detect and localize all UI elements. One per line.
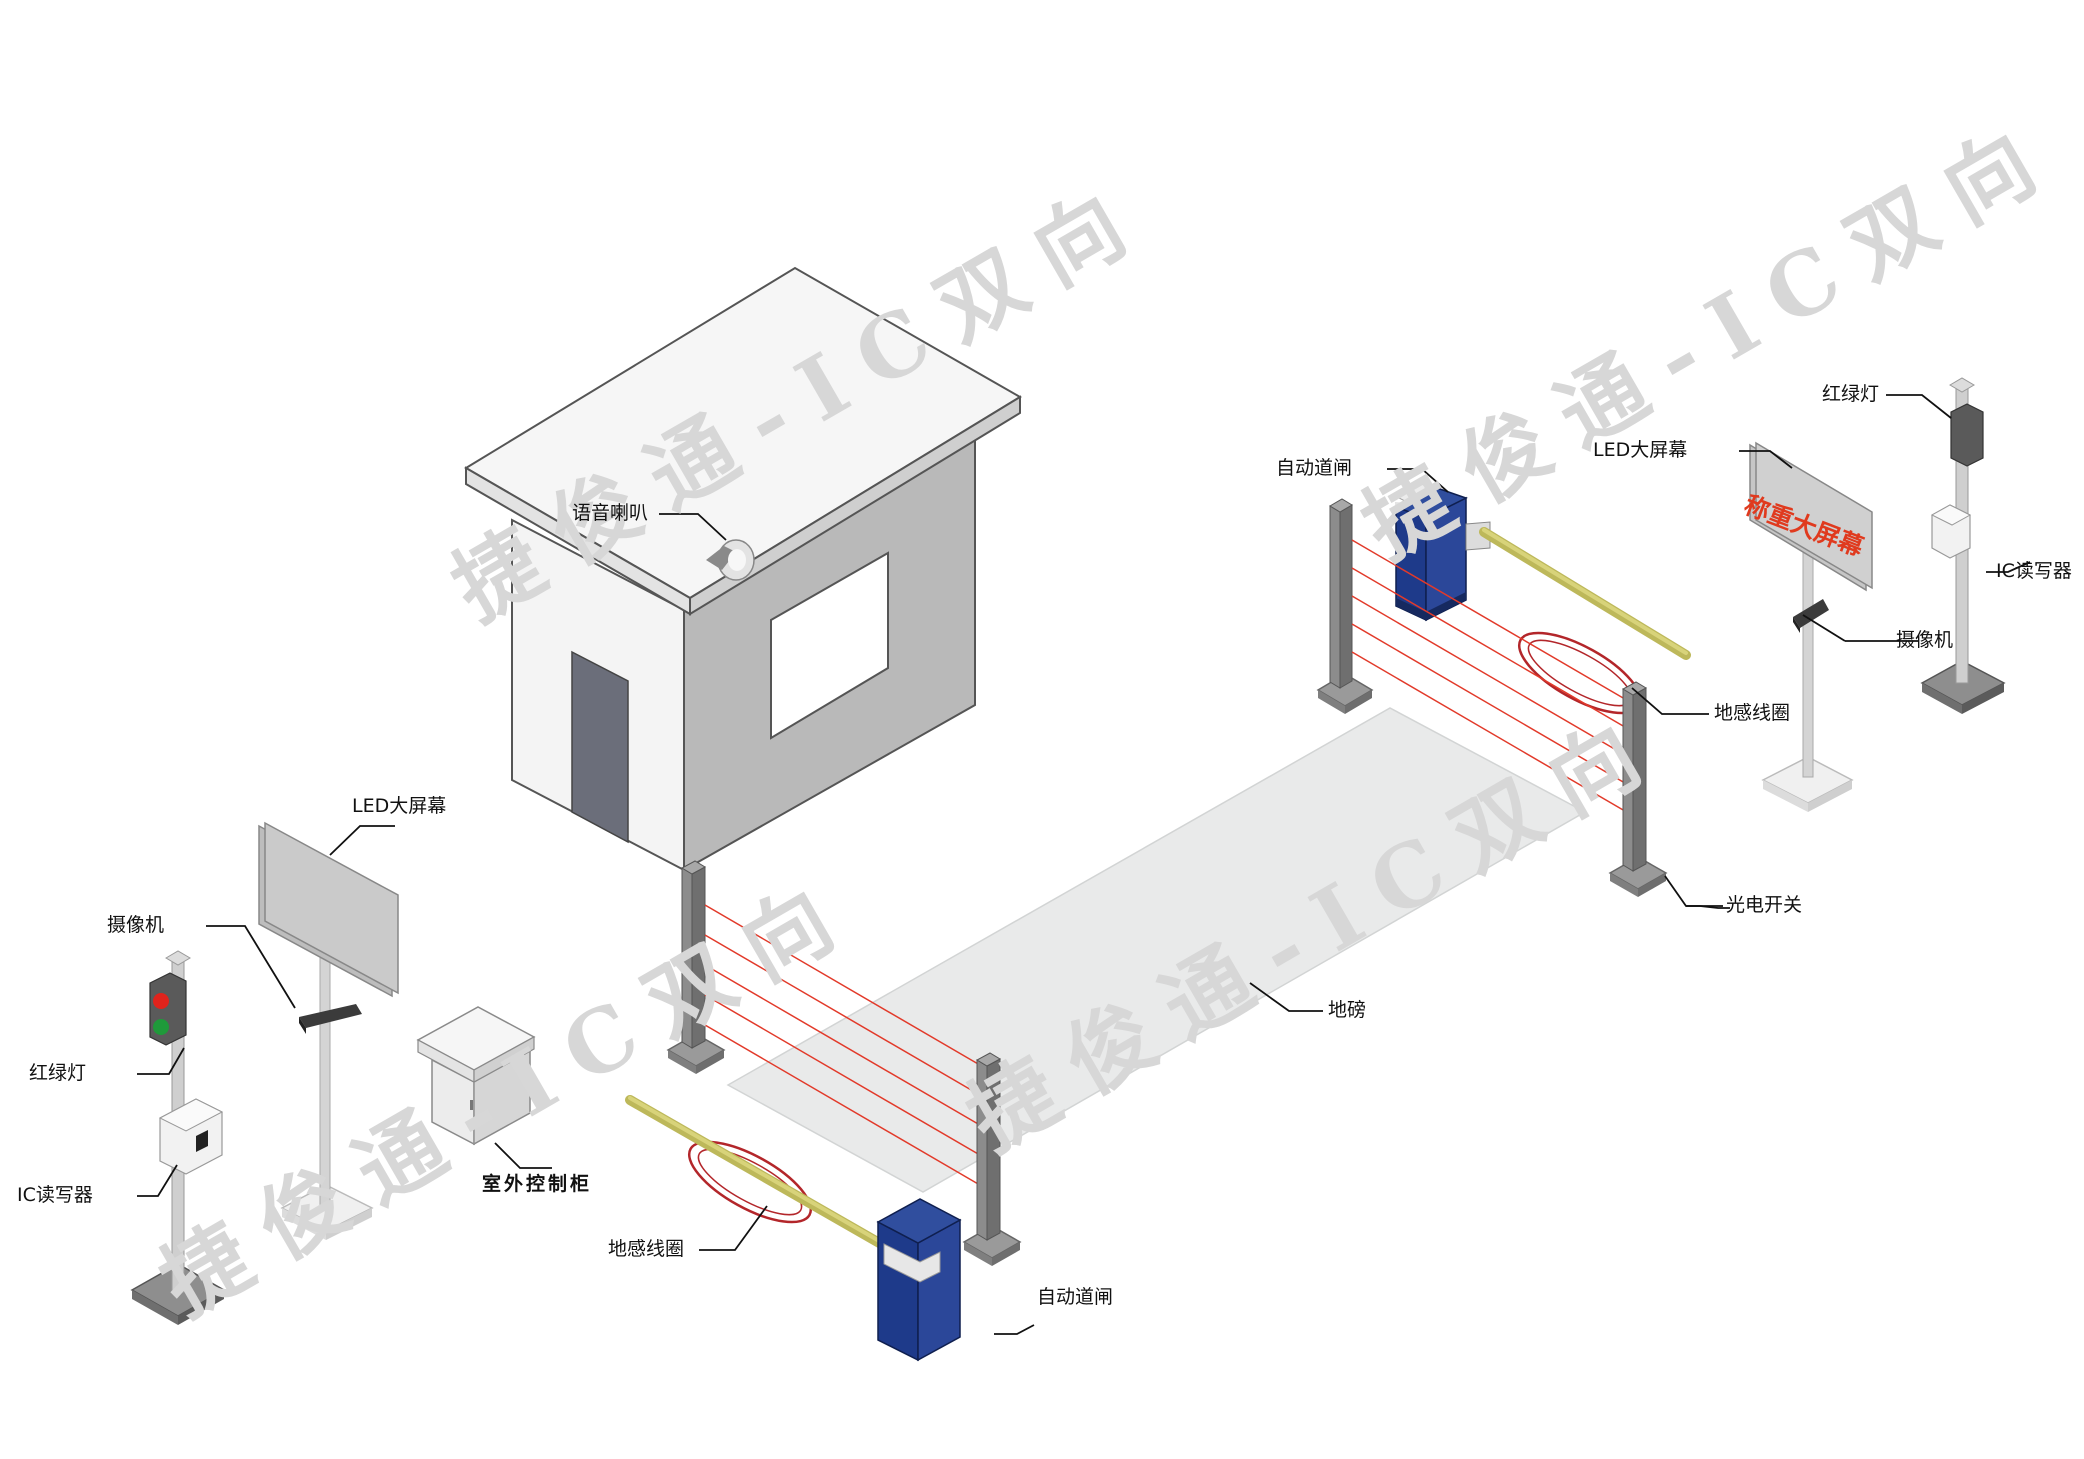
red-light-icon bbox=[153, 993, 169, 1009]
photo-beams-left bbox=[704, 904, 986, 1189]
traffic-light-right-housing bbox=[1950, 403, 1984, 467]
photo-beams-right bbox=[1351, 539, 1631, 815]
photoelectric-post-far-right bbox=[1316, 498, 1374, 714]
label-camera-left: 摄像机 bbox=[107, 914, 165, 936]
photoelectric-post-left-back bbox=[666, 860, 726, 1074]
label-traffic-light-left: 红绿灯 bbox=[29, 1062, 87, 1084]
label-photo-switch: 光电开关 bbox=[1726, 894, 1803, 916]
signal-pole-left bbox=[130, 950, 226, 1325]
label-ic-reader-right: IC读写器 bbox=[1996, 560, 2072, 582]
booth-door bbox=[571, 650, 629, 844]
photoelectric-post-near-right bbox=[1608, 681, 1668, 897]
ground-loop-left bbox=[687, 1140, 813, 1224]
auto-barrier-gate-left bbox=[625, 1095, 962, 1362]
signal-pole-right bbox=[1920, 377, 2006, 714]
green-light-icon bbox=[153, 1019, 169, 1035]
label-traffic-light-right: 红绿灯 bbox=[1822, 383, 1880, 405]
label-led-screen-right: LED大屏幕 bbox=[1593, 439, 1688, 461]
label-gate-right: 自动道闸 bbox=[1276, 457, 1353, 479]
camera-left-icon bbox=[299, 1004, 362, 1028]
label-gate-left: 自动道闸 bbox=[1037, 1286, 1114, 1308]
guard-booth bbox=[464, 266, 1022, 872]
label-led-screen-left: LED大屏幕 bbox=[352, 795, 447, 817]
leader-lines bbox=[137, 394, 2031, 1335]
speaker-icon bbox=[706, 539, 755, 581]
outdoor-control-cabinet bbox=[416, 1006, 536, 1146]
photoelectric-post-left-front bbox=[962, 1052, 1022, 1266]
label-scale: 地磅 bbox=[1328, 999, 1367, 1021]
label-ic-reader-left: IC读写器 bbox=[17, 1184, 93, 1206]
booth-window bbox=[770, 551, 889, 740]
label-outdoor-cabinet: 室外控制柜 bbox=[482, 1173, 593, 1195]
label-loop-left: 地感线圈 bbox=[608, 1238, 685, 1260]
weighbridge-platform bbox=[726, 707, 1587, 1193]
traffic-light-left-housing bbox=[149, 972, 187, 1046]
led-screen-right bbox=[1749, 441, 1873, 812]
label-camera-right: 摄像机 bbox=[1896, 629, 1954, 651]
label-speaker: 语音喇叭 bbox=[572, 502, 649, 524]
label-loop-right: 地感线圈 bbox=[1714, 702, 1791, 724]
led-screen-left bbox=[258, 821, 399, 1240]
